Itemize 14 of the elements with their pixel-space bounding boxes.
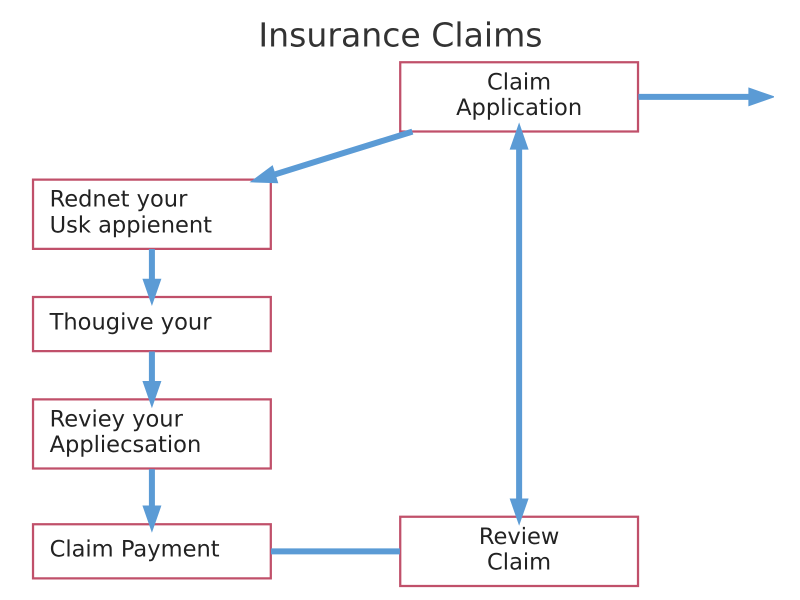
arrow (638, 87, 774, 106)
arrow (142, 248, 161, 306)
node-box: Review Claim (398, 516, 639, 588)
arrow (509, 122, 528, 526)
diagram-title: Insurance Claims (258, 16, 542, 55)
node-box: Claim Application (398, 61, 639, 133)
node-box: Claim Payment (31, 523, 272, 580)
arrow (142, 351, 161, 408)
arrow (142, 469, 161, 533)
arrow (249, 128, 413, 184)
node-box: Thougive your (31, 296, 272, 352)
node-box: Reviey your Appliecsation (31, 398, 272, 470)
connector (270, 548, 400, 554)
node-box: Rednet your Usk appienent (31, 178, 272, 250)
